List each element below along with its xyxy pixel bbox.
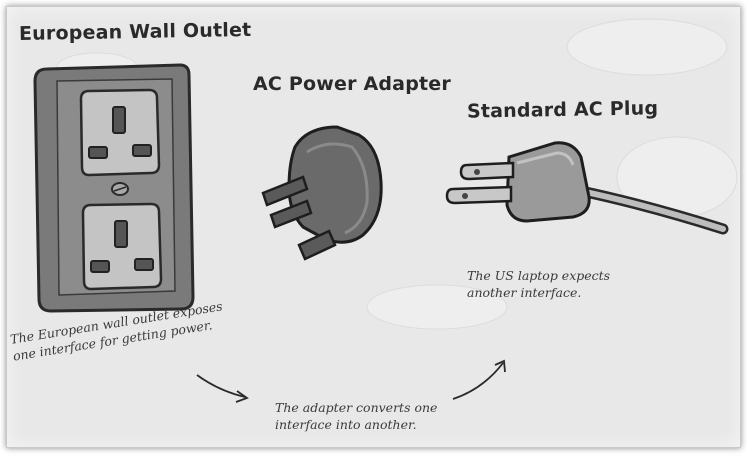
arrow-adapter-to-plug (452, 362, 504, 400)
plug-note-line-2: another interface. (467, 285, 582, 300)
plug-note: The US laptop expects another interface. (467, 267, 610, 301)
plug-heading: Standard AC Plug (466, 97, 659, 123)
ac-plug-illustration (445, 141, 729, 235)
outlet-socket-top (79, 88, 161, 177)
outlet-heading: European Wall Outlet (18, 18, 252, 46)
adapter-note: The adapter converts one interface into … (275, 399, 437, 433)
european-outlet-illustration (33, 63, 195, 313)
diagram-artwork (33, 18, 738, 403)
arrow-outlet-to-adapter (196, 374, 246, 398)
plug-note-line-1: The US laptop expects (467, 268, 611, 283)
power-adapter-illustration (261, 125, 383, 261)
adapter-note-line-2: interface into another. (275, 417, 417, 432)
diagram-panel: European Wall Outlet AC Power Adapter St… (6, 6, 741, 448)
outlet-socket-bottom (81, 202, 163, 291)
adapter-note-line-1: The adapter converts one (275, 400, 438, 415)
background-clouds (56, 18, 738, 330)
adapter-heading: AC Power Adapter (253, 73, 451, 95)
